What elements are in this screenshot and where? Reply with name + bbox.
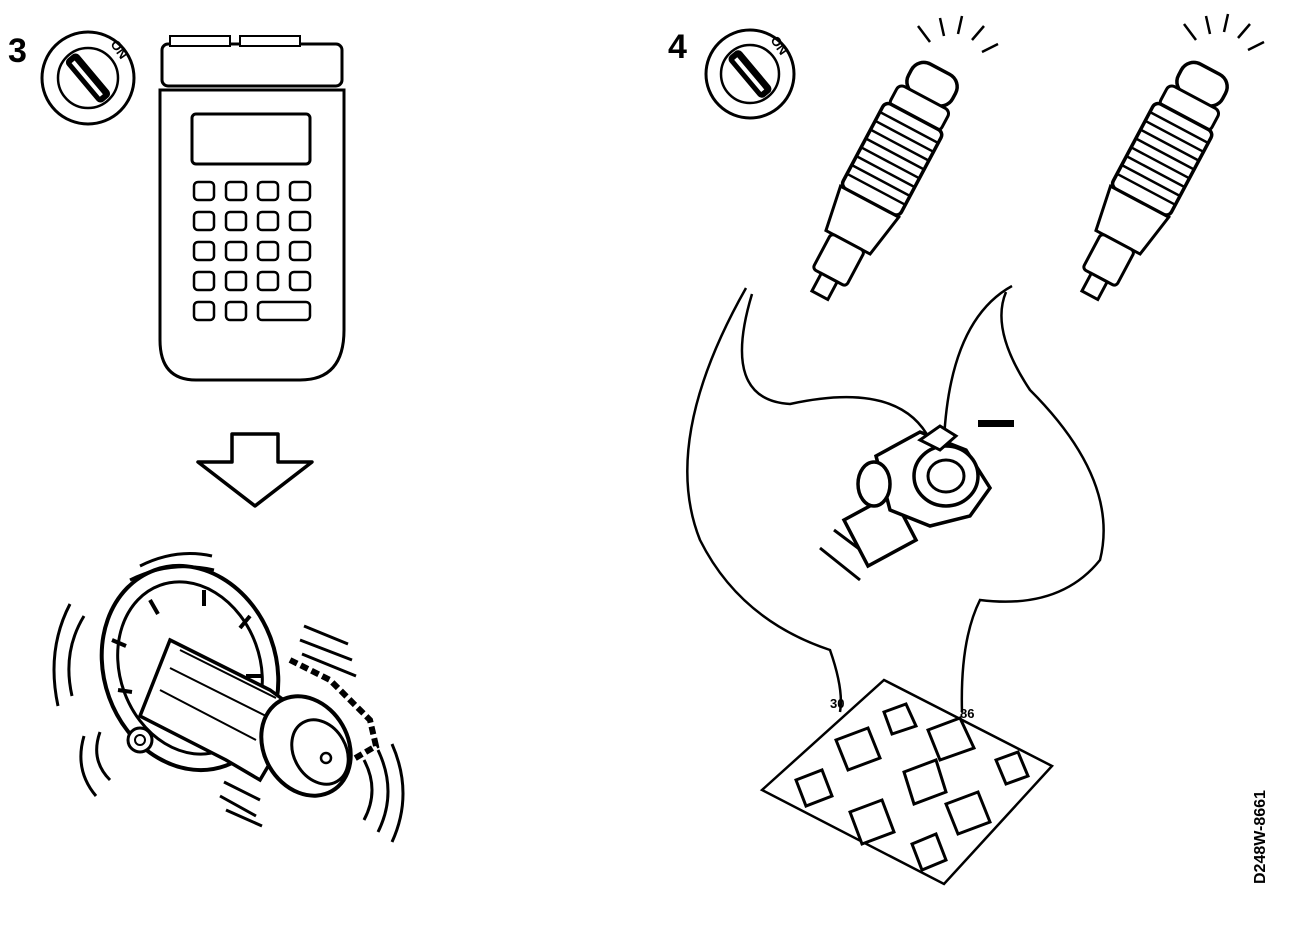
test-lamp-icon [1079,13,1265,302]
ground-minus-mark [978,420,1014,427]
relay-socket-icon: 30 86 [759,678,1055,886]
step-4-number: 4 [668,28,687,66]
step-3-number: 3 [8,32,27,70]
test-leads [686,284,1105,713]
ignition-key-on-icon: ON [704,28,796,120]
diagnostic-tester-icon [158,35,346,382]
down-arrow-icon [196,432,314,508]
relay-pin-86-label: 86 [960,706,974,721]
test-lamp-icon [809,15,999,302]
ignition-key-on-icon: ON [40,30,136,126]
vibrating-actuator-icon [52,552,405,843]
document-reference: D248W-8661 [1252,790,1269,884]
ground-connector-icon [819,420,1014,582]
relay-pin-30-label: 30 [830,696,844,711]
